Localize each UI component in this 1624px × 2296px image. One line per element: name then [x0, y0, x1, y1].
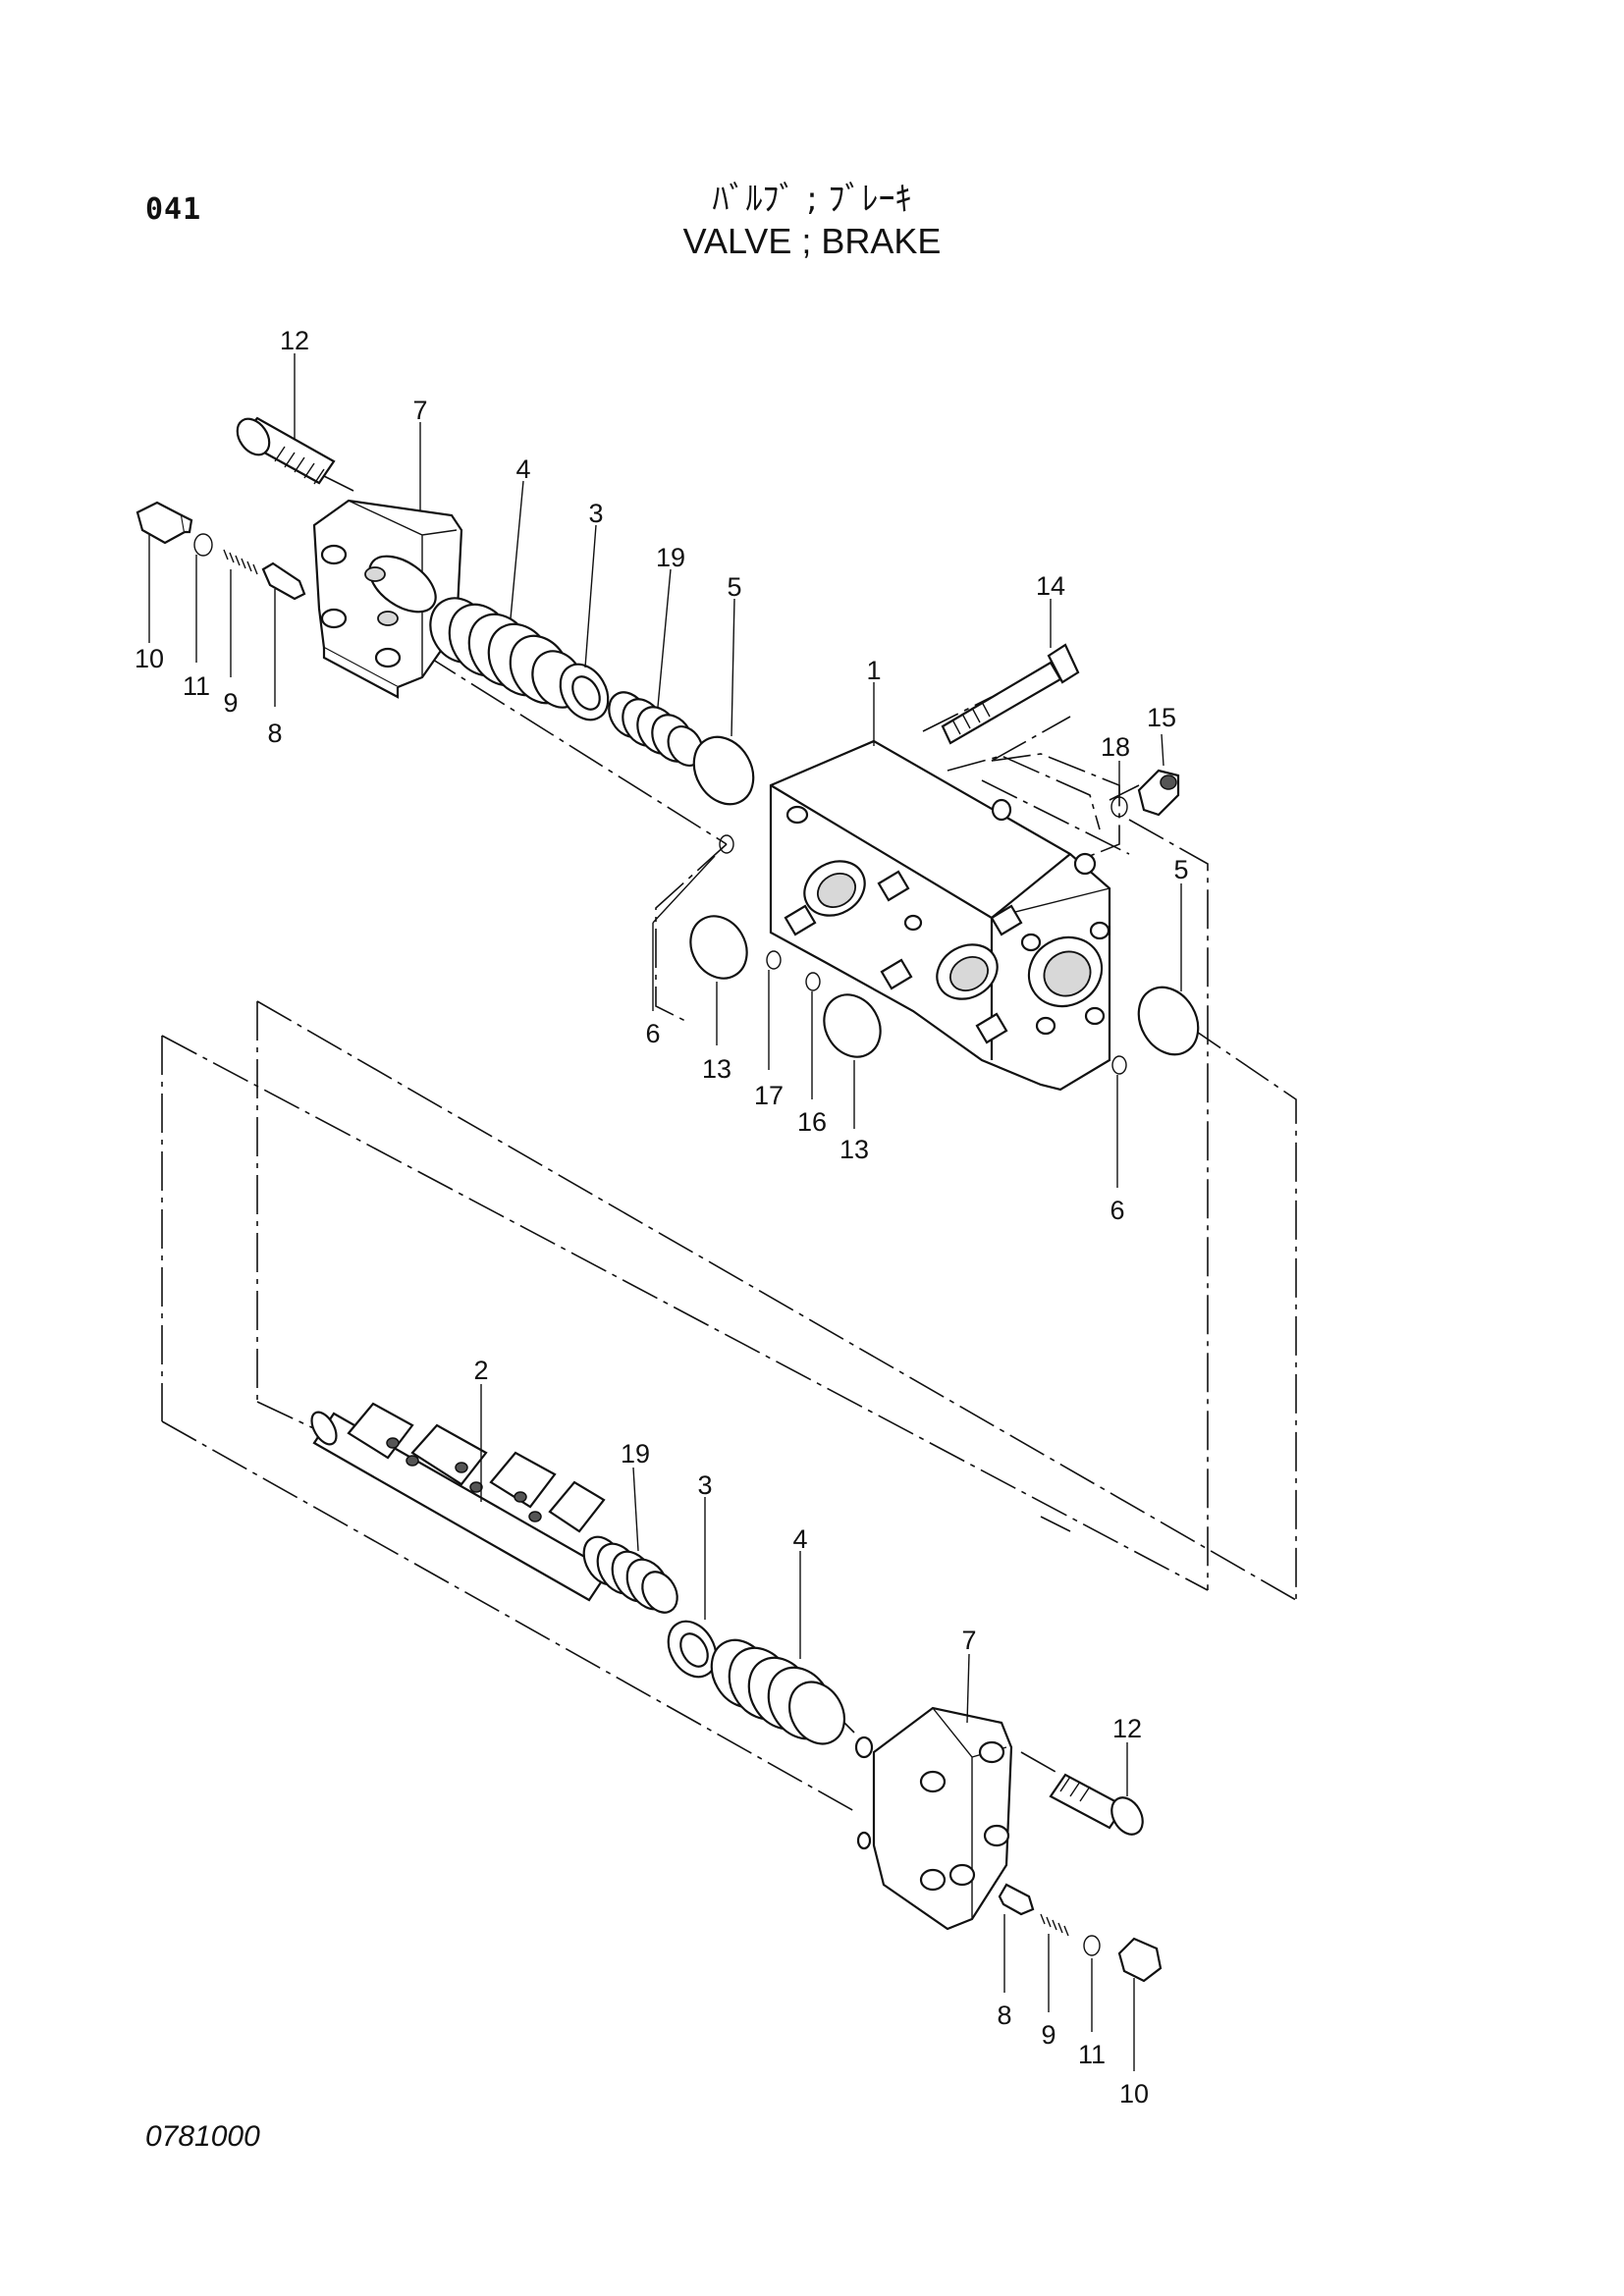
leader-lines — [148, 353, 1182, 2071]
plug-15-and-ring-18 — [1110, 769, 1180, 818]
bolt-14 — [941, 643, 1080, 745]
callout-4-upper: 4 — [515, 454, 530, 484]
callout-5-side: 5 — [1173, 855, 1188, 884]
callout-3-lower: 3 — [697, 1470, 712, 1500]
callout-18: 18 — [1101, 732, 1130, 762]
o-ring-13-left — [689, 915, 748, 980]
callout-13-right: 13 — [839, 1135, 869, 1164]
callout-16: 16 — [797, 1107, 827, 1137]
o-ring-17 — [766, 950, 782, 970]
callout-8-upper: 8 — [267, 719, 282, 748]
o-ring-5-upper — [692, 735, 755, 806]
o-ring-6-right — [1111, 1055, 1127, 1075]
spring-4-lower — [710, 1638, 846, 1745]
spring-19-upper — [608, 691, 704, 767]
washer-3-lower — [667, 1620, 718, 1679]
callout-8-lower: 8 — [997, 2001, 1011, 2030]
callout-1: 1 — [866, 656, 881, 685]
callout-9-lower: 9 — [1041, 2020, 1056, 2050]
spring-19-lower — [582, 1535, 678, 1614]
callout-6-right: 6 — [1110, 1196, 1124, 1225]
page-code: 041 — [145, 192, 202, 227]
o-ring-5-side — [1137, 986, 1200, 1056]
small-parts-lower — [998, 1883, 1163, 1983]
assembly-guides — [161, 475, 1297, 1812]
cover-upper — [312, 499, 463, 699]
small-parts-upper — [135, 501, 306, 601]
callout-2: 2 — [473, 1356, 488, 1385]
callout-11-lower: 11 — [1078, 2040, 1106, 2069]
callout-5-upper: 5 — [727, 572, 741, 602]
o-ring-16 — [805, 972, 821, 991]
callout-17: 17 — [754, 1081, 784, 1110]
callout-numbers: 12 7 4 3 19 5 10 11 9 8 14 1 18 15 5 6 1… — [135, 326, 1189, 2109]
cover-lower — [854, 1706, 1013, 1931]
washer-3-upper — [559, 663, 610, 721]
callout-6-left: 6 — [645, 1019, 660, 1048]
drawing-code: 0781000 — [145, 2120, 260, 2153]
callout-12-lower: 12 — [1112, 1714, 1142, 1743]
bolt-upper — [236, 416, 336, 485]
callout-19-upper: 19 — [656, 543, 685, 572]
callout-14: 14 — [1036, 571, 1065, 601]
callout-11-upper: 11 — [183, 671, 210, 701]
title-japanese: ﾊﾞﾙﾌﾞ ; ﾌﾞﾚｰｷ — [712, 180, 912, 219]
valve-body — [769, 739, 1111, 1092]
callout-3-upper: 3 — [588, 499, 603, 528]
callout-4-lower: 4 — [792, 1524, 807, 1554]
o-ring-6-upper-left — [719, 834, 734, 854]
spool-2 — [310, 1402, 611, 1602]
callout-15: 15 — [1147, 703, 1176, 732]
callout-9-upper: 9 — [223, 688, 238, 718]
callout-10-upper: 10 — [135, 644, 164, 673]
callout-7-lower: 7 — [961, 1626, 976, 1655]
callout-7-upper: 7 — [412, 396, 427, 425]
title-english: VALVE ; BRAKE — [682, 221, 942, 261]
o-ring-13-right — [823, 993, 882, 1058]
callout-12-upper: 12 — [280, 326, 309, 355]
bolt-lower — [1049, 1773, 1144, 1836]
callout-10-lower: 10 — [1119, 2079, 1149, 2109]
callout-13-left: 13 — [702, 1054, 731, 1084]
callout-19-lower: 19 — [621, 1439, 650, 1468]
